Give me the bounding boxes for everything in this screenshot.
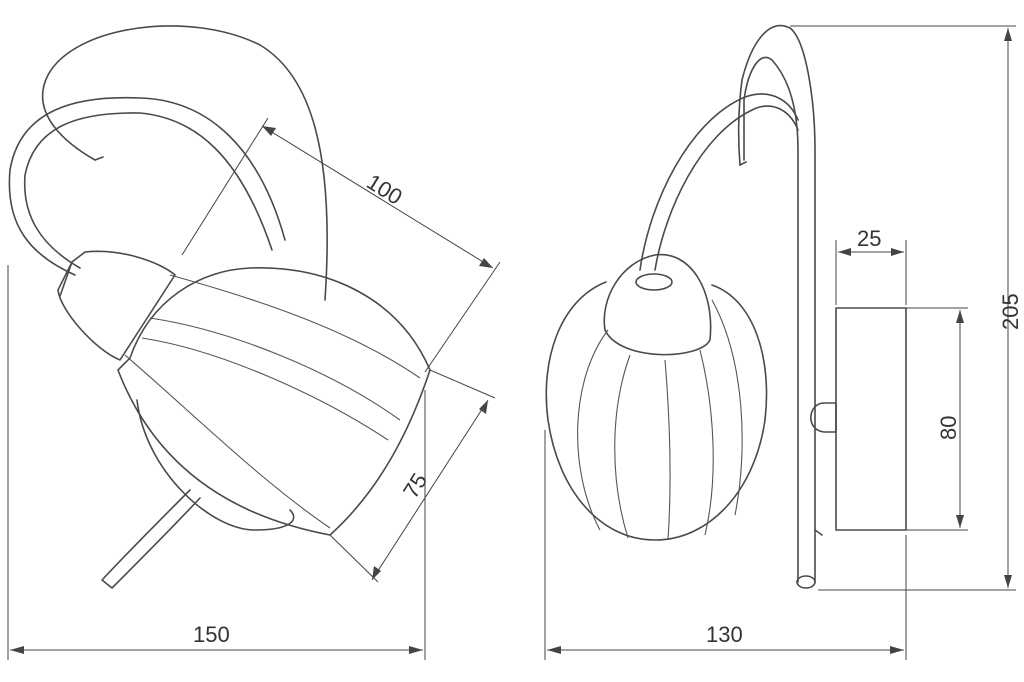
label-height-total: 205 — [998, 293, 1023, 330]
globe-shade — [545, 281, 768, 541]
label-base-height: 80 — [936, 416, 961, 440]
label-length-shade: 100 — [362, 169, 406, 210]
label-diameter-shade: 75 — [398, 469, 432, 503]
dim-base-height: 80 — [906, 307, 968, 531]
dim-base-depth: 25 — [835, 226, 907, 305]
dim-diameter-shade: 75 — [329, 369, 496, 583]
shade-holder — [57, 250, 176, 361]
side-view — [545, 24, 907, 589]
wall-base — [835, 307, 907, 531]
mounting-knob — [810, 402, 837, 433]
label-width-side: 130 — [706, 622, 743, 647]
inner-arm — [8, 96, 286, 276]
front-view — [8, 25, 431, 589]
upright-arm — [743, 56, 799, 583]
wall-plate — [136, 399, 295, 531]
dim-width-side: 130 — [544, 430, 907, 660]
label-width-front: 150 — [193, 622, 230, 647]
glass-shade — [117, 267, 431, 536]
outer-arm — [42, 25, 328, 301]
shade-cap — [603, 253, 712, 356]
arm-end — [796, 575, 816, 589]
label-base-depth: 25 — [857, 226, 881, 251]
dim-height-total: 205 — [790, 25, 1023, 591]
shade-arm — [639, 93, 799, 271]
dim-width-front: 150 — [7, 265, 426, 660]
lower-stem — [101, 489, 201, 589]
